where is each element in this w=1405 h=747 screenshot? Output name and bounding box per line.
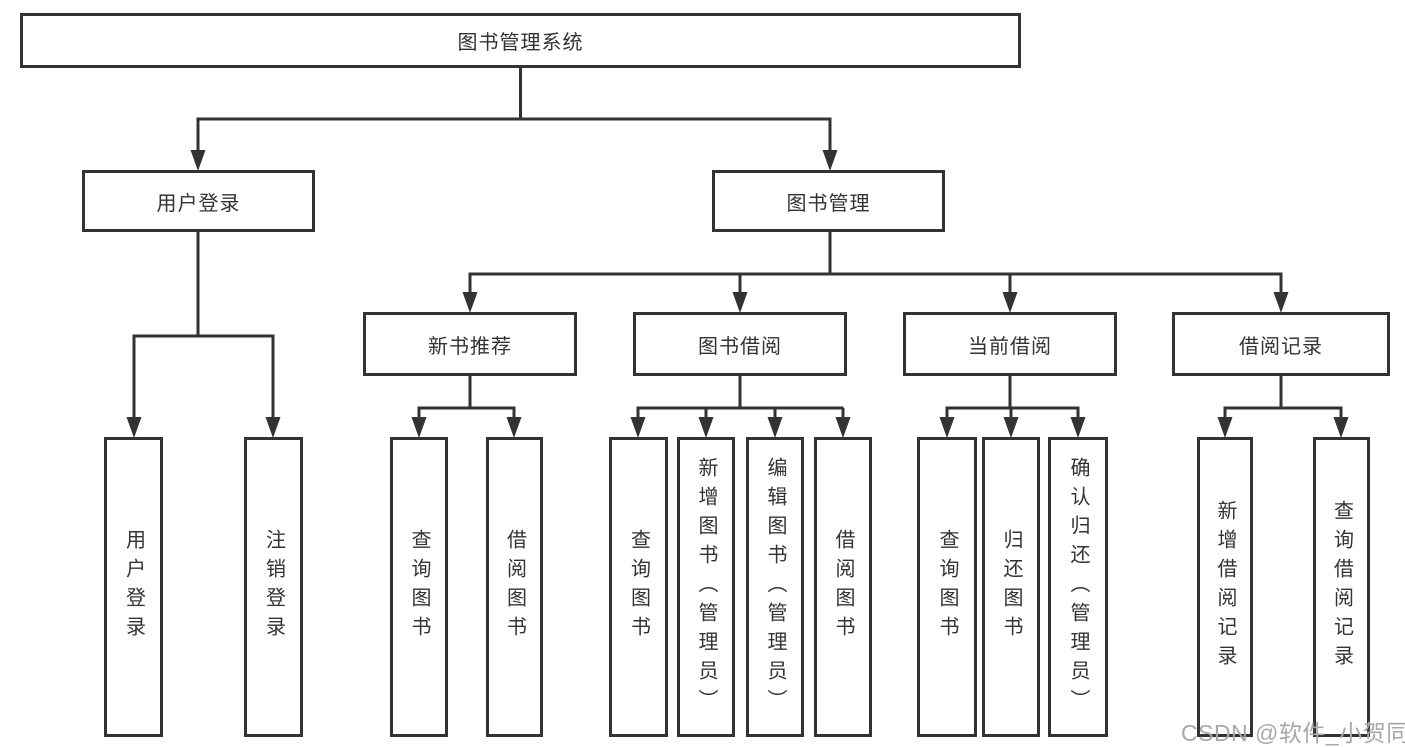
node-new-book-recommend: 新书推荐 — [363, 312, 577, 376]
leaf-query-books-recommend-label: 查询图书 — [408, 529, 430, 645]
leaf-add-borrow-record: 新增借阅记录 — [1197, 437, 1253, 737]
leaf-logout-login-label: 注销登录 — [262, 529, 285, 645]
leaf-query-books-borrowing-label: 查询图书 — [627, 529, 650, 645]
leaf-return-books: 归还图书 — [982, 437, 1040, 737]
node-root-library-system: 图书管理系统 — [20, 13, 1021, 68]
leaf-borrow-books-recommend-label: 借阅图书 — [503, 529, 526, 645]
leaf-logout-login: 注销登录 — [244, 437, 303, 737]
leaf-borrow-books-borrowing: 借阅图书 — [814, 437, 872, 737]
leaf-user-login-label: 用户登录 — [122, 529, 145, 645]
leaf-query-books-current: 查询图书 — [917, 437, 977, 737]
leaf-query-borrow-record: 查询借阅记录 — [1313, 437, 1370, 737]
node-borrowing-records-label: 借阅记录 — [1239, 335, 1323, 358]
leaf-confirm-return-admin: 确认归还（管理员） — [1048, 437, 1108, 737]
node-current-borrowing: 当前借阅 — [903, 312, 1117, 376]
leaf-return-books-label: 归还图书 — [1000, 529, 1022, 645]
leaf-add-books-admin: 新增图书（管理员） — [677, 437, 735, 737]
node-user-login: 用户登录 — [82, 170, 315, 232]
leaf-edit-books-admin: 编辑图书（管理员） — [746, 437, 804, 737]
node-current-borrowing-label: 当前借阅 — [968, 335, 1052, 358]
leaf-add-borrow-record-label: 新增借阅记录 — [1214, 500, 1236, 674]
connector-lines — [132, 66, 1343, 421]
node-book-management: 图书管理 — [712, 170, 945, 232]
leaf-confirm-return-admin-label: 确认归还（管理员） — [1067, 456, 1089, 718]
node-book-management-label: 图书管理 — [786, 192, 871, 215]
leaf-query-borrow-record-label: 查询借阅记录 — [1330, 500, 1353, 674]
node-book-borrowing-label: 图书借阅 — [698, 335, 782, 358]
leaf-query-books-recommend: 查询图书 — [390, 437, 448, 737]
leaf-borrow-books-recommend: 借阅图书 — [486, 437, 543, 737]
leaf-user-login: 用户登录 — [104, 437, 163, 737]
leaf-query-books-current-label: 查询图书 — [936, 529, 958, 645]
node-user-login-label: 用户登录 — [156, 192, 241, 215]
node-book-borrowing: 图书借阅 — [633, 312, 847, 376]
node-root-label: 图书管理系统 — [457, 32, 584, 54]
leaf-edit-books-admin-label: 编辑图书（管理员） — [764, 456, 786, 718]
leaf-borrow-books-borrowing-label: 借阅图书 — [832, 529, 854, 645]
node-borrowing-records: 借阅记录 — [1172, 312, 1390, 376]
leaf-query-books-borrowing: 查询图书 — [609, 437, 668, 737]
node-new-book-recommend-label: 新书推荐 — [428, 335, 512, 358]
arrowhead-icons — [126, 150, 1349, 438]
leaf-add-books-admin-label: 新增图书（管理员） — [695, 456, 717, 718]
watermark: CSDN @软件_小贺同学 — [1181, 720, 1405, 746]
